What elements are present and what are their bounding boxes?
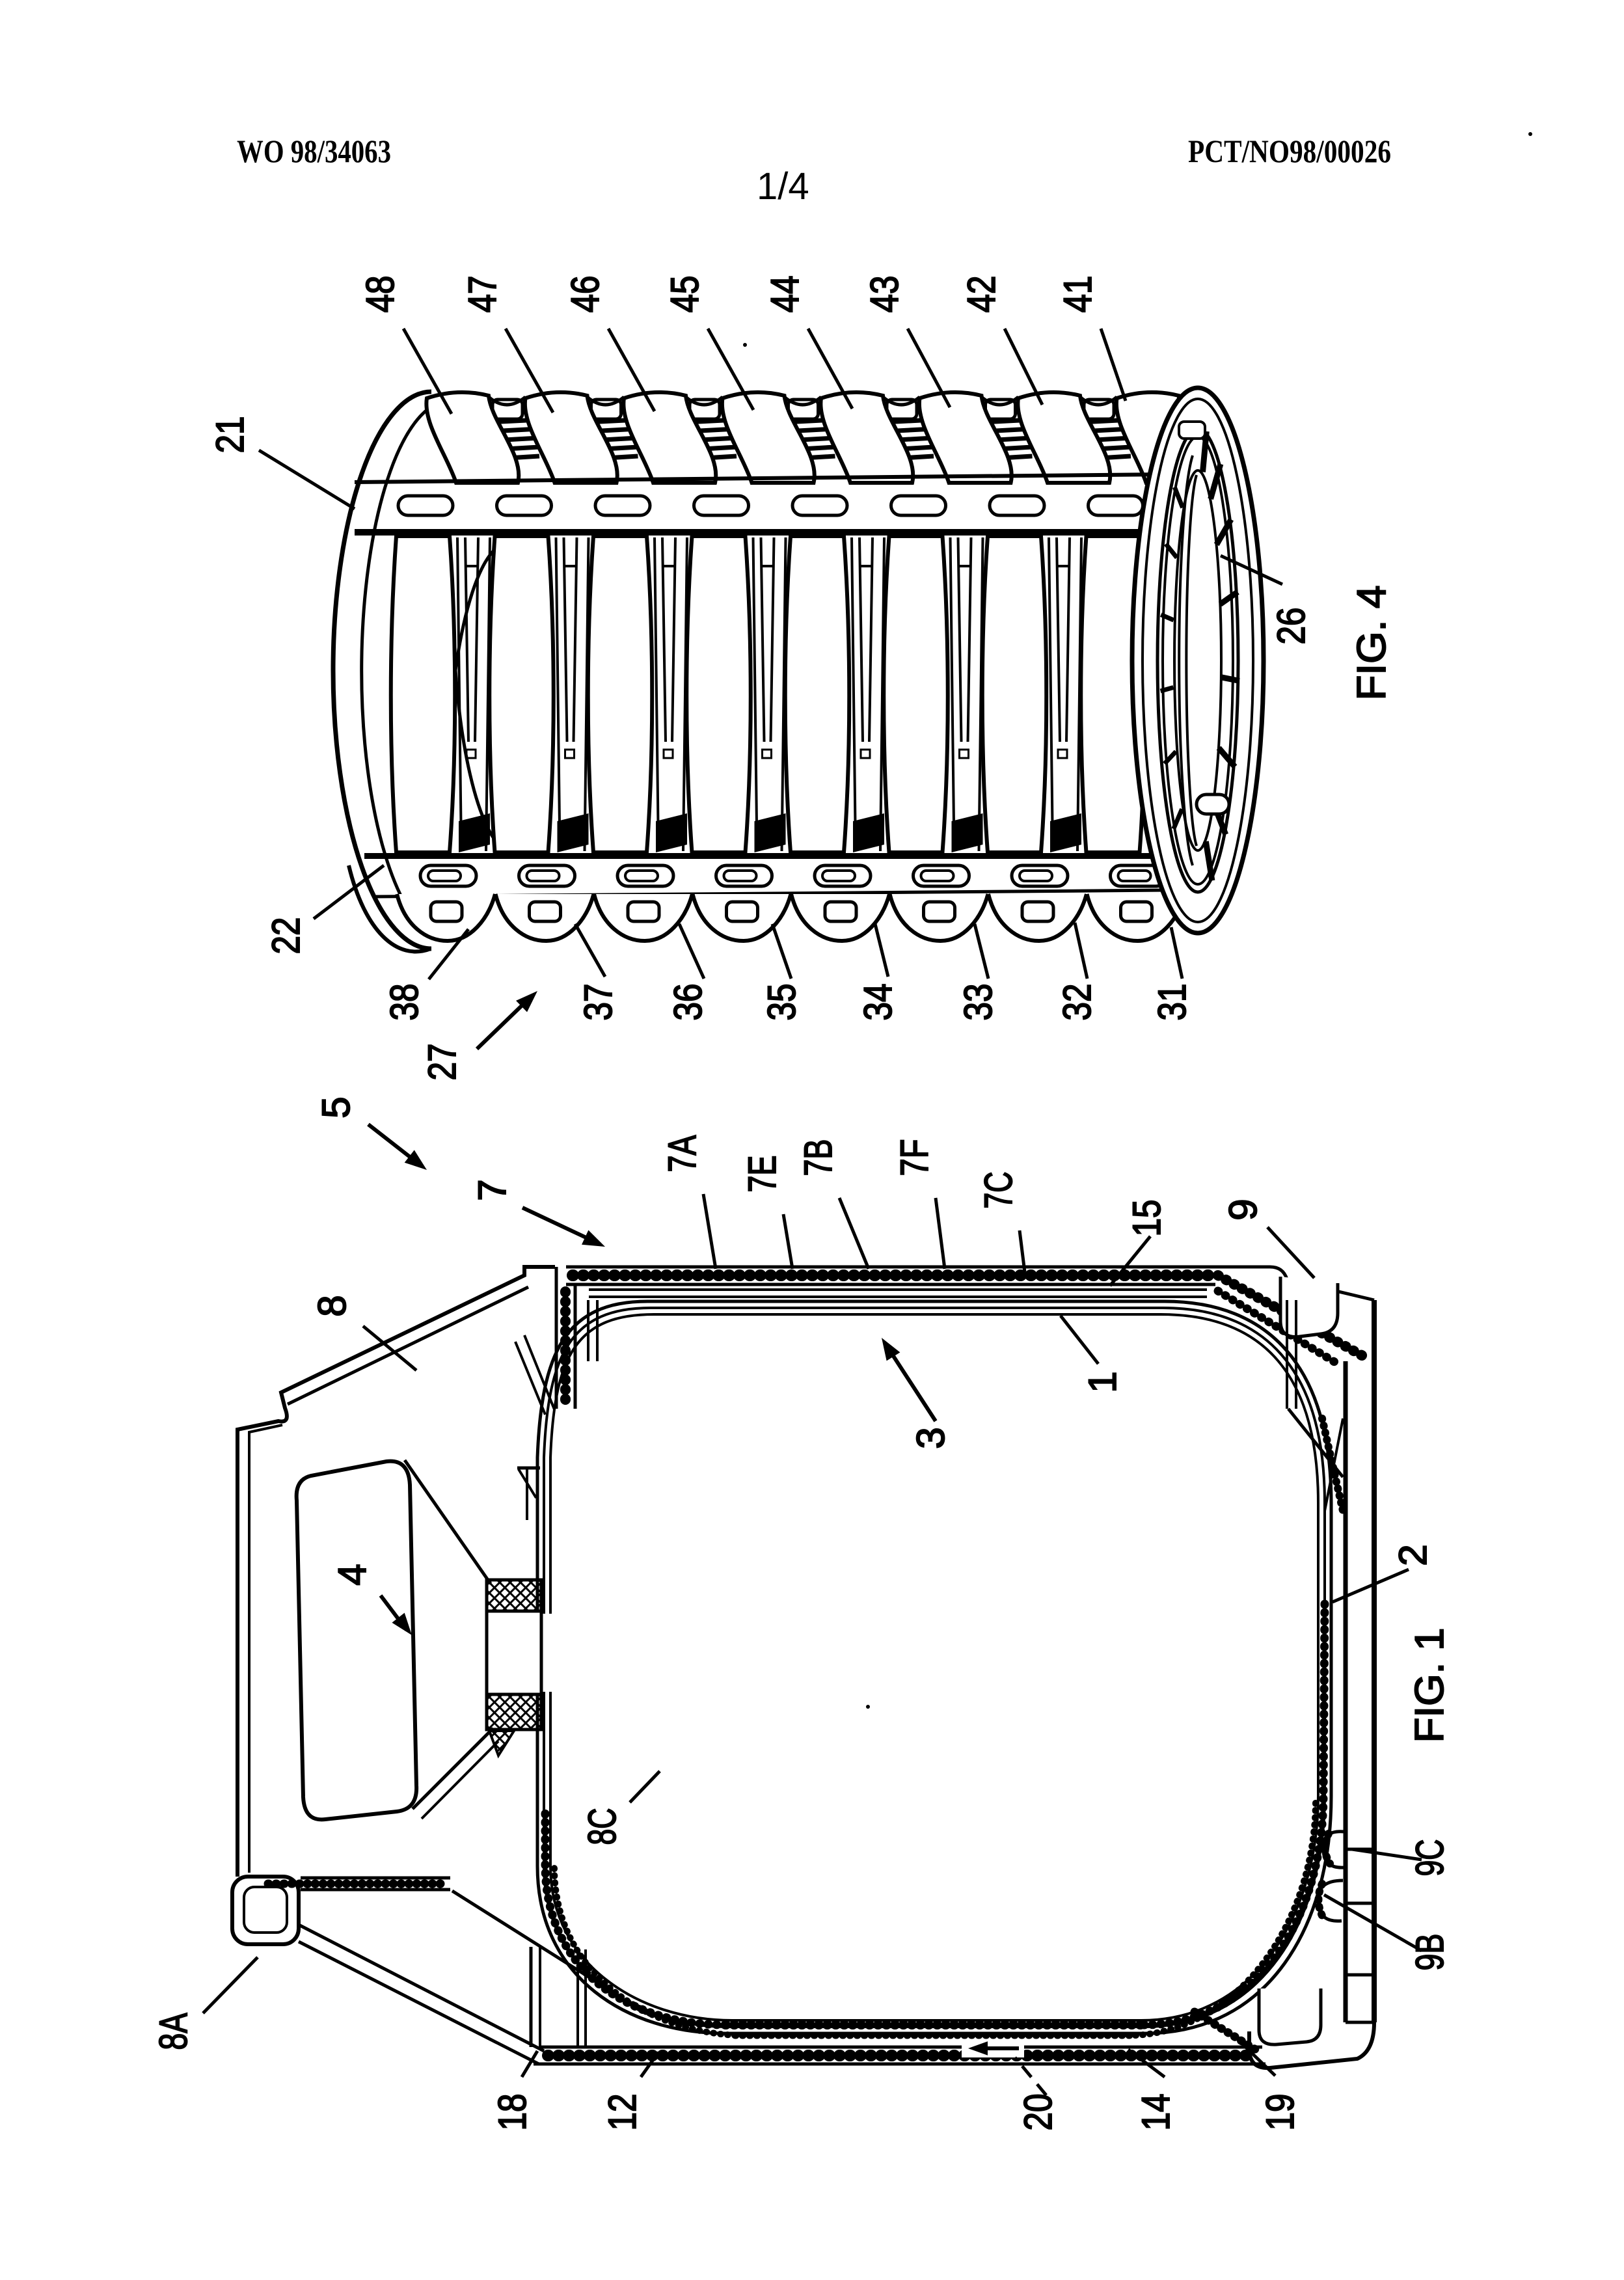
svg-text:7F: 7F xyxy=(893,1139,936,1176)
svg-text:3: 3 xyxy=(909,1427,953,1448)
svg-text:8: 8 xyxy=(310,1295,354,1316)
svg-text:7B: 7B xyxy=(796,1139,840,1176)
svg-text:26: 26 xyxy=(1269,608,1313,645)
svg-text:9: 9 xyxy=(1221,1199,1265,1220)
svg-text:2: 2 xyxy=(1391,1544,1435,1566)
svg-text:7E: 7E xyxy=(740,1156,784,1193)
svg-text:31: 31 xyxy=(1150,984,1194,1021)
svg-text:34: 34 xyxy=(856,984,900,1021)
svg-text:1/4: 1/4 xyxy=(757,165,809,208)
svg-text:7A: 7A xyxy=(660,1135,704,1173)
svg-text:38: 38 xyxy=(383,984,426,1021)
svg-text:45: 45 xyxy=(663,276,707,313)
svg-text:21: 21 xyxy=(208,416,252,454)
svg-text:20: 20 xyxy=(1016,2094,1060,2131)
svg-text:PCT/NO98/00026: PCT/NO98/00026 xyxy=(1188,133,1391,169)
svg-text:32: 32 xyxy=(1055,984,1099,1021)
svg-text:47: 47 xyxy=(461,276,504,313)
svg-text:8A: 8A xyxy=(152,2013,195,2050)
svg-text:WO 98/34063: WO 98/34063 xyxy=(237,133,391,169)
svg-text:7C: 7C xyxy=(977,1172,1020,1209)
svg-text:41: 41 xyxy=(1056,276,1100,313)
svg-text:43: 43 xyxy=(863,276,906,313)
svg-text:7: 7 xyxy=(470,1179,514,1201)
svg-text:4: 4 xyxy=(331,1564,374,1585)
svg-text:27: 27 xyxy=(420,1044,464,1081)
svg-text:18: 18 xyxy=(491,2094,534,2131)
svg-text:42: 42 xyxy=(960,276,1003,313)
svg-text:37: 37 xyxy=(576,984,620,1021)
svg-text:22: 22 xyxy=(264,917,308,955)
svg-text:1: 1 xyxy=(1081,1371,1124,1392)
svg-text:5: 5 xyxy=(314,1096,358,1118)
svg-text:9B: 9B xyxy=(1408,1934,1452,1971)
svg-text:15: 15 xyxy=(1125,1200,1169,1237)
svg-text:35: 35 xyxy=(760,984,804,1021)
svg-text:46: 46 xyxy=(563,276,607,313)
svg-text:36: 36 xyxy=(666,984,710,1021)
svg-text:33: 33 xyxy=(956,984,1000,1021)
svg-text:FIG. 1: FIG. 1 xyxy=(1407,1628,1452,1743)
svg-text:FIG. 4: FIG. 4 xyxy=(1349,586,1394,701)
svg-text:48: 48 xyxy=(359,276,402,313)
svg-text:12: 12 xyxy=(601,2094,644,2131)
svg-text:44: 44 xyxy=(763,276,807,313)
svg-text:8C: 8C xyxy=(580,1808,624,1845)
svg-text:19: 19 xyxy=(1258,2094,1302,2131)
svg-text:14: 14 xyxy=(1134,2094,1178,2131)
